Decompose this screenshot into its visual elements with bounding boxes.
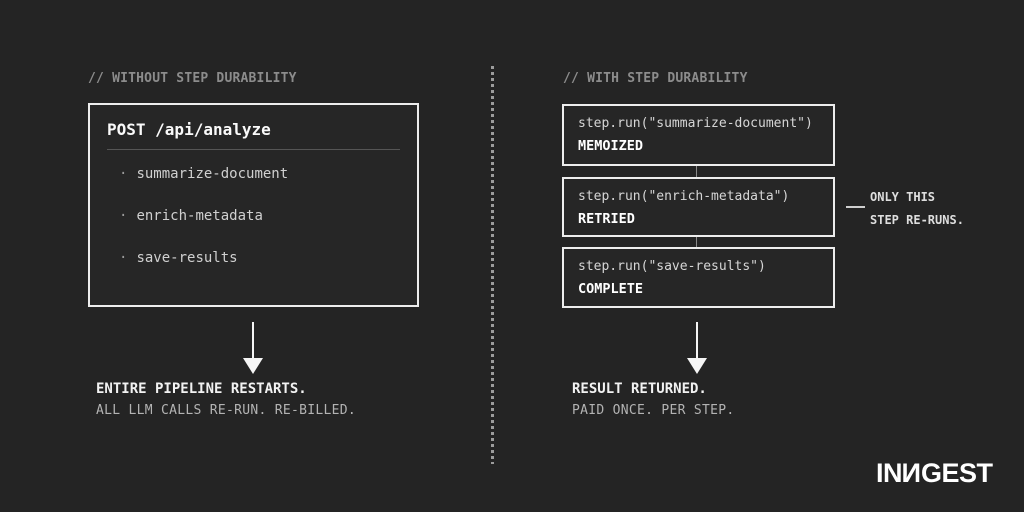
left-result-primary: ENTIRE PIPELINE RESTARTS. bbox=[96, 381, 307, 397]
bullet-icon: · bbox=[119, 208, 128, 224]
pipeline-step-item: · summarize-document bbox=[119, 166, 288, 182]
step-code: step.run("enrich-metadata") bbox=[578, 189, 790, 204]
step-status: COMPLETE bbox=[578, 281, 644, 297]
down-arrow-icon bbox=[243, 358, 263, 374]
pipeline-step-item: · enrich-metadata bbox=[119, 208, 263, 224]
right-result-primary: RESULT RETURNED. bbox=[572, 381, 707, 397]
step-connector-line bbox=[696, 237, 697, 247]
down-arrow-icon bbox=[252, 322, 254, 359]
step-status: MEMOIZED bbox=[578, 138, 644, 154]
step-connector-line bbox=[696, 166, 697, 177]
step-status: RETRIED bbox=[578, 211, 635, 227]
vertical-dotted-divider bbox=[491, 66, 494, 464]
step-box-save: step.run("save-results") COMPLETE bbox=[562, 247, 835, 308]
step-box-enrich: step.run("enrich-metadata") RETRIED bbox=[562, 177, 835, 237]
down-arrow-icon bbox=[696, 322, 698, 359]
right-result-secondary: PAID ONCE. PER STEP. bbox=[572, 403, 735, 418]
left-result-secondary: ALL LLM CALLS RE-RUN. RE-BILLED. bbox=[96, 403, 357, 418]
pipeline-step-label: save-results bbox=[136, 250, 238, 266]
inngest-logo: INNGEST bbox=[876, 458, 993, 489]
inngest-logo-mirrored-n: N bbox=[902, 458, 921, 488]
api-box-divider bbox=[107, 149, 400, 150]
step-code: step.run("save-results") bbox=[578, 259, 766, 274]
with-durability-header: // WITH STEP DURABILITY bbox=[563, 71, 748, 86]
api-request-title: POST /api/analyze bbox=[107, 120, 271, 139]
api-request-box: POST /api/analyze · summarize-document · e… bbox=[88, 103, 419, 307]
retry-annotation-line1: ONLY THIS bbox=[870, 190, 936, 204]
bullet-icon: · bbox=[119, 250, 128, 266]
step-box-summarize: step.run("summarize-document") MEMOIZED bbox=[562, 104, 835, 166]
retry-annotation-line2: STEP RE-RUNS. bbox=[870, 213, 964, 227]
step-code: step.run("summarize-document") bbox=[578, 116, 813, 131]
bullet-icon: · bbox=[119, 166, 128, 182]
down-arrow-icon bbox=[687, 358, 707, 374]
pipeline-step-label: enrich-metadata bbox=[136, 208, 263, 224]
inngest-logo-part1: IN bbox=[876, 458, 903, 488]
pipeline-step-item: · save-results bbox=[119, 250, 238, 266]
without-durability-header: // WITHOUT STEP DURABILITY bbox=[88, 71, 297, 86]
annotation-connector-line bbox=[846, 206, 865, 208]
retry-annotation: ONLY THIS STEP RE-RUNS. bbox=[870, 186, 964, 232]
pipeline-step-label: summarize-document bbox=[136, 166, 289, 182]
inngest-logo-part3: GEST bbox=[921, 458, 993, 488]
